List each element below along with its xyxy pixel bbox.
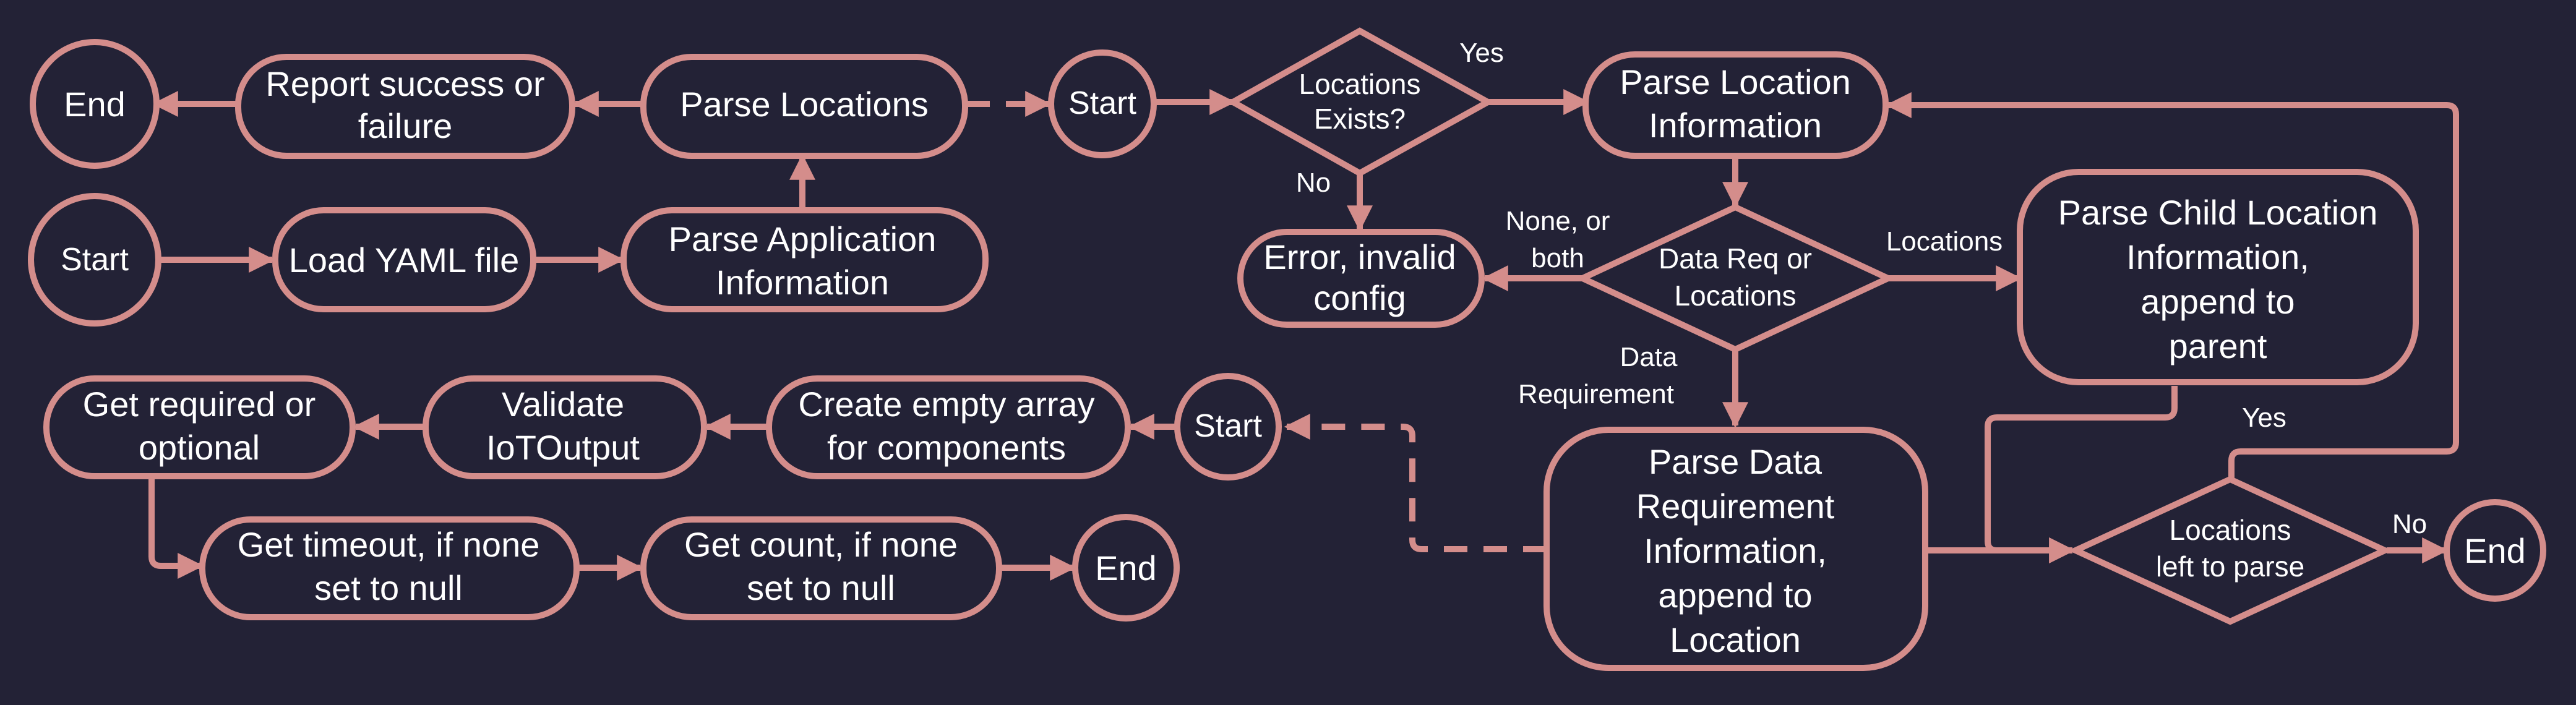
node-parse-child-location: Parse Child Location Information, append… — [2017, 169, 2419, 385]
node-label: Data Req or — [1659, 242, 1812, 275]
node-label: Parse Locations — [680, 85, 929, 124]
node-label: Location — [1670, 620, 1801, 659]
node-label: Report success or — [265, 64, 544, 103]
node-label: append to — [1658, 576, 1812, 615]
node-data-req-or-locations-decision: Data Req or Locations — [1575, 203, 1896, 353]
node-label: Locations — [1675, 280, 1797, 312]
node-load-yaml-file: Load YAML file — [272, 207, 536, 312]
node-label: failure — [358, 106, 453, 145]
node-label: Load YAML file — [289, 241, 520, 280]
node-label: Requirement — [1636, 487, 1835, 526]
node-label: optional — [139, 428, 260, 467]
node-end-right: End — [2444, 499, 2546, 602]
node-get-required-or-optional: Get required or optional — [43, 375, 356, 479]
node-locations-exists-decision: Locations Exists? — [1226, 27, 1495, 177]
node-label: Information, — [1644, 531, 1827, 570]
node-label: Parse Child Location — [2058, 193, 2378, 232]
node-label: Create empty array — [798, 385, 1094, 424]
edge-label-data-requirement: Requirement — [1518, 379, 1674, 409]
edge-labels: Yes No None, or both Locations Data Requ… — [1296, 38, 2427, 539]
edge-label-none-or-both: both — [1531, 243, 1584, 273]
edge-parse-data-to-start-components — [1284, 414, 1547, 552]
node-get-timeout: Get timeout, if none set to null — [199, 516, 580, 620]
node-label: Information — [716, 263, 889, 302]
node-parse-locations: Parse Locations — [640, 54, 968, 159]
node-locations-left-decision: Locations left to parse — [2068, 476, 2392, 625]
edge-label-yes-left: Yes — [2242, 403, 2286, 433]
node-start-components: Start — [1174, 373, 1282, 481]
node-label: End — [2464, 531, 2526, 570]
node-label: IoTOutput — [486, 428, 640, 467]
node-end-bottom: End — [1072, 514, 1180, 622]
node-label: End — [1095, 549, 1157, 588]
edge-label-locations: Locations — [1886, 226, 2003, 257]
node-label: Exists? — [1314, 103, 1406, 135]
node-report-success-or-failure: Report success or failure — [235, 54, 575, 159]
node-label: Start — [61, 242, 129, 278]
edges — [148, 89, 2459, 581]
node-error-invalid-config: Error, invalid config — [1237, 229, 1485, 328]
node-get-count: Get count, if none set to null — [640, 516, 1002, 620]
node-label: parent — [2169, 327, 2267, 365]
node-label: config — [1313, 278, 1406, 317]
node-label: Get required or — [83, 385, 316, 424]
node-parse-application-information: Parse Application Information — [620, 207, 989, 312]
node-validate-iotoutput: Validate IoTOutput — [423, 375, 707, 479]
node-label: Error, invalid — [1263, 237, 1456, 276]
node-label: Start — [1068, 85, 1136, 121]
node-create-empty-array: Create empty array for components — [766, 375, 1131, 479]
node-parse-location-information: Parse Location Information — [1582, 51, 1889, 159]
node-label: left to parse — [2156, 550, 2304, 583]
node-label: Parse Location — [1620, 62, 1851, 101]
node-label: set to null — [314, 568, 463, 607]
node-end-top-left: End — [30, 39, 160, 169]
node-label: Parse Data — [1649, 442, 1823, 481]
node-label: Get timeout, if none — [238, 525, 540, 564]
node-label: Locations — [1299, 68, 1421, 100]
node-label: Parse Application — [669, 220, 937, 258]
node-label: Information, — [2126, 237, 2309, 276]
node-label: set to null — [747, 568, 895, 607]
edge-get-required-to-timeout — [148, 476, 204, 579]
node-label: Locations — [2170, 514, 2291, 546]
node-start-yaml: Start — [28, 193, 161, 327]
edge-label-no-left: No — [2392, 509, 2427, 539]
edge-left-yes-loop — [1885, 92, 2459, 479]
node-label: Start — [1194, 408, 1262, 444]
node-start-top: Start — [1048, 49, 1157, 158]
edge-label-none-or-both: None, or — [1506, 206, 1610, 236]
node-label: for components — [827, 428, 1066, 467]
node-label: Validate — [502, 385, 624, 424]
node-label: End — [64, 85, 126, 124]
node-parse-data-requirement: Parse Data Requirement Information, appe… — [1543, 427, 1928, 671]
edge-label-data-requirement: Data — [1620, 342, 1678, 372]
node-label: Get count, if none — [684, 525, 958, 564]
node-label: append to — [2140, 282, 2295, 321]
node-label: Information — [1649, 106, 1822, 145]
edge-label-no-exists: No — [1296, 168, 1331, 198]
edge-label-yes-exists: Yes — [1459, 38, 1504, 68]
